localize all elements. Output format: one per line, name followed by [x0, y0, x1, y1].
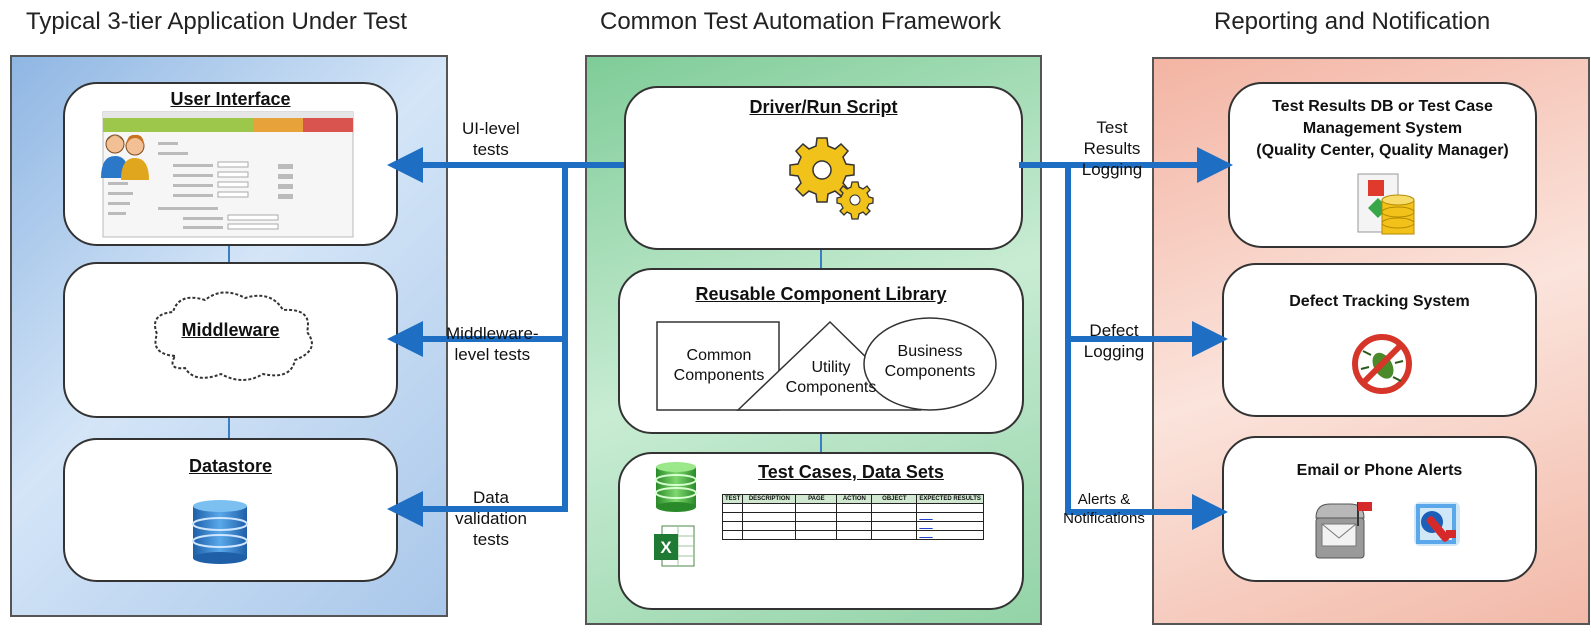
component-shapes — [656, 317, 997, 411]
datastore-box: Datastore — [63, 438, 398, 582]
results-logging-label: Test Results Logging — [1070, 117, 1154, 180]
defect-logging-label: Defect Logging — [1072, 320, 1156, 362]
alerts-title: Email or Phone Alerts — [1296, 462, 1463, 479]
test-database-icon — [655, 462, 697, 512]
cloud-shape — [154, 291, 313, 381]
results-logging-line3: Logging — [1081, 160, 1143, 179]
business-components-line2: Components — [884, 363, 976, 380]
results-logging-line2: Results — [1083, 139, 1141, 158]
alerts-notifications-line2: Notifications — [1063, 510, 1145, 527]
test-case-table: TEST DESCRIPTION PAGE ACTION OBJECT EXPE… — [721, 494, 984, 540]
defect-tracking-title: Defect Tracking System — [1289, 293, 1470, 310]
component-library-title: Reusable Component Library — [695, 284, 947, 304]
business-components-line1: Business — [897, 343, 963, 360]
app-column-title: Typical 3-tier Application Under Test — [26, 8, 408, 35]
test-cases-box: Test Cases, Data Sets X TEST DESCRIPTION… — [618, 452, 1024, 610]
data-validation-tests-label: Data validation tests — [446, 487, 536, 550]
database-icon — [192, 500, 248, 564]
framework-column-title: Common Test Automation Framework — [600, 8, 1002, 35]
results-db-title: Test Results DB or Test Case Management … — [1230, 96, 1535, 162]
spreadsheet-icon: X — [654, 525, 695, 567]
results-db-title-line1: Test Results DB or Test Case — [1272, 98, 1493, 115]
component-library-box: Reusable Component Library Common Compon… — [618, 268, 1024, 434]
data-validation-line3: tests — [473, 530, 509, 549]
phone-alert-icon — [1414, 502, 1460, 546]
utility-components-label: Utility Components — [776, 358, 886, 398]
user-interface-title: User Interface — [170, 89, 291, 109]
defect-logging-line2: Logging — [1083, 342, 1145, 361]
alerts-notifications-label: Alerts & Notifications — [1054, 490, 1154, 528]
test-management-icon — [1357, 173, 1415, 235]
defect-tracking-box: Defect Tracking System — [1222, 263, 1537, 417]
defect-logging-line1: Defect — [1089, 321, 1139, 340]
datastore-title: Datastore — [188, 456, 273, 476]
users-icon — [101, 134, 149, 180]
middleware-tests-line1: Middleware- — [446, 324, 539, 343]
table-row — [721, 530, 984, 540]
driver-script-title: Driver/Run Script — [749, 97, 898, 117]
data-validation-line2: validation — [455, 509, 527, 528]
test-case-table-header: TEST DESCRIPTION PAGE ACTION OBJECT EXPE… — [721, 494, 984, 504]
driver-script-box: Driver/Run Script — [624, 86, 1023, 250]
common-components-label: Common Components — [664, 346, 774, 386]
gears-icon — [789, 137, 874, 220]
alerts-notifications-line1: Alerts & — [1077, 491, 1131, 508]
ui-tests-label: UI-level tests — [462, 118, 520, 160]
mailbox-icon — [1315, 502, 1372, 559]
results-logging-line1: Test — [1096, 118, 1128, 137]
middleware-box: Middleware — [63, 262, 398, 418]
common-components-line2: Components — [673, 367, 765, 384]
utility-components-line1: Utility — [811, 359, 851, 376]
utility-components-line2: Components — [785, 379, 877, 396]
no-bug-icon — [1352, 334, 1412, 394]
middleware-tests-label: Middleware- level tests — [446, 323, 539, 365]
data-validation-line1: Data — [473, 488, 509, 507]
middleware-tests-line2: level tests — [454, 345, 531, 364]
test-cases-title: Test Cases, Data Sets — [758, 462, 944, 482]
alerts-box: Email or Phone Alerts — [1222, 436, 1537, 582]
ui-tests-line2: tests — [472, 140, 509, 159]
table-row — [721, 503, 984, 513]
results-db-title-line3: (Quality Center, Quality Manager) — [1256, 142, 1509, 159]
results-db-title-line2: Management System — [1302, 120, 1463, 137]
results-db-box: Test Results DB or Test Case Management … — [1228, 82, 1537, 248]
business-components-label: Business Components — [875, 342, 985, 382]
svg-text:X: X — [660, 538, 672, 557]
reporting-column-title: Reporting and Notification — [1214, 8, 1491, 35]
middleware-title: Middleware — [181, 320, 280, 340]
user-interface-box: User Interface — [63, 82, 398, 246]
ui-tests-line1: UI-level — [462, 119, 520, 138]
common-components-line1: Common — [686, 347, 752, 364]
